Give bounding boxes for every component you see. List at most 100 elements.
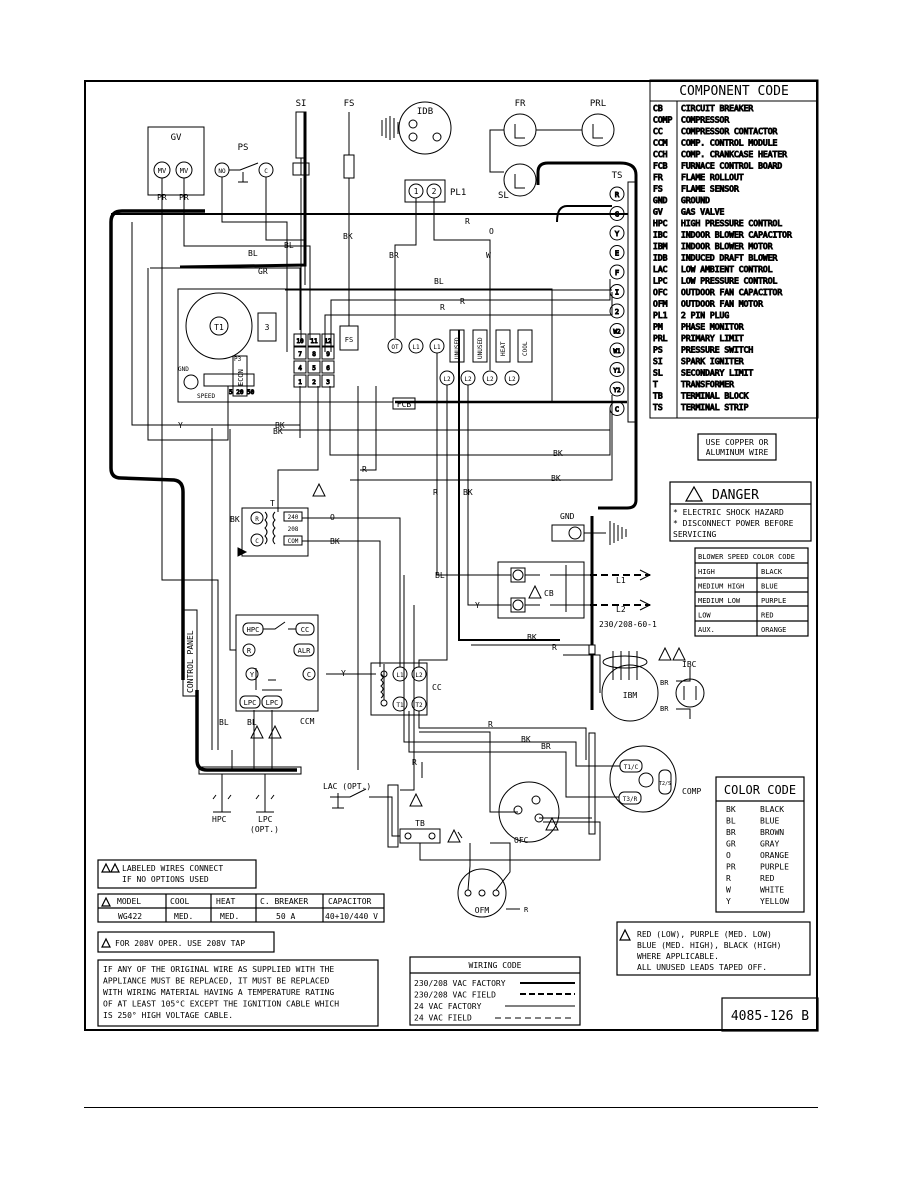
color-code-table xyxy=(715,776,805,913)
wire-color-label: BK xyxy=(527,633,537,642)
tap-note: FOR 208V OPER. USE 208V TAP xyxy=(115,939,245,948)
ts-terminal xyxy=(609,303,625,319)
cc-l1: L1 xyxy=(396,672,404,679)
unused-1: UNUSED xyxy=(454,337,461,359)
fcb-terminal xyxy=(321,333,335,347)
econ-label: ECON xyxy=(237,369,245,386)
color-code-name: BLACK xyxy=(760,805,784,814)
fcb-terminal xyxy=(307,374,321,388)
svg-text:3: 3 xyxy=(265,323,270,332)
induced-draft-blower xyxy=(398,101,452,155)
component-code-abbr: IBM xyxy=(653,242,668,251)
wire-color-label: BK xyxy=(330,537,340,546)
ps-no-label: NO xyxy=(218,168,226,175)
primary-limit xyxy=(581,113,615,147)
circuit-breaker-box xyxy=(497,561,585,619)
tap-note-box xyxy=(97,931,275,953)
component-code-desc: PHASE MONITOR xyxy=(681,323,744,332)
terminal-strip-label: TS xyxy=(612,171,623,181)
fcb-terminal xyxy=(321,360,335,374)
flame-rollout xyxy=(503,113,537,147)
cool-term: COOL xyxy=(522,341,529,356)
component-code-abbr: PL1 xyxy=(653,311,668,320)
speed-note-line: BLUE (MED. HIGH), BLACK (HIGH) xyxy=(637,941,782,950)
wire-color-label: BK xyxy=(273,427,283,436)
wire-color-label: R xyxy=(460,297,465,306)
wire-color-label: PR xyxy=(157,193,167,202)
blower-speed-color: BLUE xyxy=(761,583,778,591)
pl1-plug xyxy=(404,179,446,203)
component-code-abbr: CB xyxy=(653,104,663,113)
transformer xyxy=(241,507,309,557)
flame-sensor-label: FS xyxy=(344,99,355,109)
wire-color-label: BL xyxy=(435,571,445,580)
wire-color-label: O xyxy=(489,227,494,236)
wire-color-label: BR xyxy=(389,251,399,260)
fcb-terminal-label: 3 xyxy=(326,379,330,386)
ofm-label: OFM xyxy=(475,906,490,915)
hpc-bottom-label: HPC xyxy=(212,815,227,824)
component-code-abbr: IBC xyxy=(653,231,668,240)
model-table-cell: MED. xyxy=(174,912,193,921)
copper-note-1: USE COPPER OR xyxy=(706,438,769,447)
fcb-terminal xyxy=(307,333,321,347)
danger-line-2: * DISCONNECT POWER BEFORE xyxy=(673,519,794,528)
flame-rollout-label: FR xyxy=(515,99,526,109)
component-code-abbr: GND xyxy=(653,196,668,205)
component-code-desc: HIGH PRESSURE CONTROL xyxy=(681,219,782,228)
color-code-name: YELLOW xyxy=(760,897,789,906)
component-code-abbr: LPC xyxy=(653,277,668,286)
t-r: R xyxy=(255,516,259,523)
l2-supply-label: L2 xyxy=(616,605,626,614)
component-code-abbr: PM xyxy=(653,323,663,332)
cb-label: CB xyxy=(544,589,554,598)
t-c: C xyxy=(255,538,259,545)
wire-color-label: GR xyxy=(258,267,268,276)
fcb-terminal xyxy=(321,346,335,360)
component-code-desc: 2 PIN PLUG xyxy=(681,311,729,320)
color-code-name: ORANGE xyxy=(760,851,789,860)
component-code-abbr: GV xyxy=(653,208,663,217)
wiring-code-row: 230/208 VAC FACTORY xyxy=(414,979,506,988)
wire-color-label: BK xyxy=(521,735,531,744)
hpc-switch xyxy=(212,794,232,813)
fs-terminal-label: FS xyxy=(345,336,353,344)
component-code-desc: LOW AMBIENT CONTROL xyxy=(681,265,773,274)
fcb-terminal xyxy=(307,346,321,360)
color-code-name: WHITE xyxy=(760,886,784,895)
cc-t2: T2 xyxy=(415,702,423,709)
ot-label: OT xyxy=(391,344,399,351)
ts-terminal-label: I xyxy=(615,289,619,297)
ts-terminal-label: Y2 xyxy=(613,387,621,394)
cc-label: CC xyxy=(432,683,442,692)
t1-label: T1 xyxy=(214,323,224,332)
component-code-desc: SECONDARY LIMIT xyxy=(681,369,753,378)
wire-color-label: BK xyxy=(463,488,473,497)
component-code-abbr: TB xyxy=(653,392,663,401)
component-code-abbr: COMP xyxy=(653,116,672,125)
component-code-abbr: SL xyxy=(653,369,663,378)
blower-speed-color: PURPLE xyxy=(761,597,786,605)
mv1-label: MV xyxy=(158,167,167,175)
wiring-code-box xyxy=(409,956,581,1026)
fcb-terminal-label: 1 xyxy=(298,379,302,386)
wiring-code-title: WIRING CODE xyxy=(469,961,522,970)
fcb-terminal xyxy=(307,360,321,374)
component-code-abbr: TS xyxy=(653,403,663,412)
wire-color-label: BK xyxy=(553,449,563,458)
ts-terminal xyxy=(609,323,625,338)
lac-label: LAC (OPT.) xyxy=(323,782,371,791)
svg-text:1: 1 xyxy=(414,187,419,196)
color-code-name: GRAY xyxy=(760,840,779,849)
ccm-cc: CC xyxy=(301,626,309,634)
color-code-abbr: Y xyxy=(726,897,731,906)
svg-text:BR: BR xyxy=(660,679,669,687)
pl1-label: PL1 xyxy=(450,188,466,198)
color-code-abbr: PR xyxy=(726,863,736,872)
wire-color-label: R xyxy=(552,643,557,652)
unused-2: UNUSED xyxy=(477,337,484,359)
lpc-opt-label: (OPT.) xyxy=(250,825,279,834)
component-code-abbr: PS xyxy=(653,346,663,355)
ts-terminal-label: R xyxy=(615,191,620,199)
